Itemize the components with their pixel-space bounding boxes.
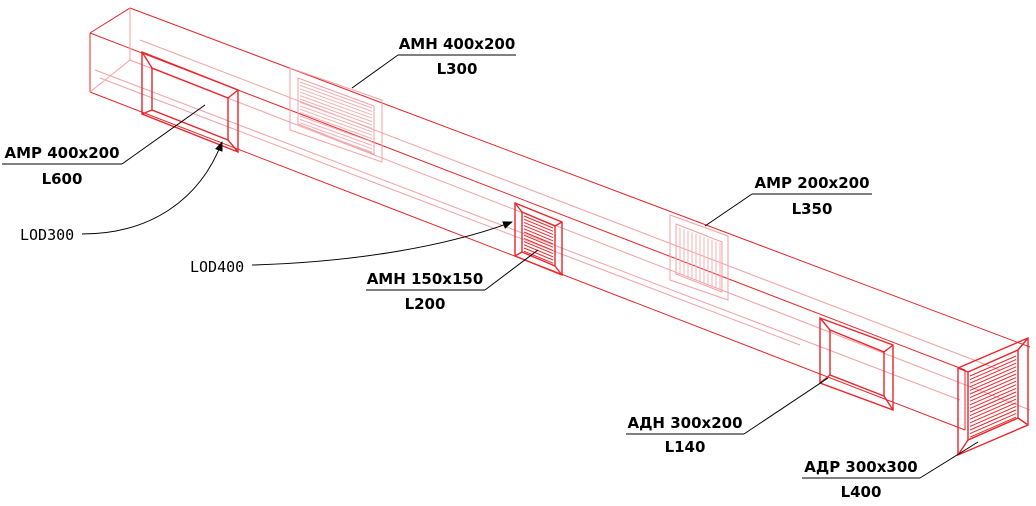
louver-slat xyxy=(299,95,373,123)
louver-slat xyxy=(523,225,554,239)
louver-slat xyxy=(523,234,554,248)
callout-lod400: LOD400 xyxy=(190,221,513,276)
grille-amn-150x150[interactable] xyxy=(514,201,563,277)
grille-adn-300x200[interactable] xyxy=(819,316,894,412)
label-amr-200x200-type: АМР 200x200 xyxy=(754,174,869,192)
louver-slat xyxy=(299,88,373,116)
label-adn-300x200-type: АДН 300x200 xyxy=(627,414,742,432)
louver-slat xyxy=(299,108,373,136)
louver-slat xyxy=(969,362,1017,384)
louver-slat xyxy=(523,218,554,232)
louver-slat xyxy=(969,416,1017,438)
louver-slat xyxy=(969,380,1017,402)
louver-slat xyxy=(299,101,373,129)
louver-slat xyxy=(969,413,1017,435)
label-adn-300x200: АДН 300x200 L140 xyxy=(626,377,829,456)
louver-slat xyxy=(523,241,554,255)
louver-slat xyxy=(969,373,1017,395)
louver-slat xyxy=(523,237,554,251)
louver-slat xyxy=(969,369,1017,391)
louver-slat xyxy=(299,118,373,146)
louver-slat xyxy=(969,398,1017,420)
label-adr-300x300-type: АДР 300x300 xyxy=(804,458,917,476)
louver-slat xyxy=(523,221,554,235)
louver-slat xyxy=(969,377,1017,399)
grille-amr-200x200[interactable] xyxy=(669,214,729,301)
louver-slat xyxy=(299,115,373,143)
label-amr-400x200-length: L600 xyxy=(42,170,83,188)
label-amr-400x200: АМР 400x200 L600 xyxy=(2,104,206,188)
louver-slat xyxy=(523,228,554,242)
louver-slat xyxy=(299,98,373,126)
louver-slat xyxy=(969,409,1017,431)
louver-slat xyxy=(969,384,1017,406)
callout-lod300-text: LOD300 xyxy=(20,226,74,244)
label-amn-400x200-type: АМН 400x200 xyxy=(399,35,516,53)
louver-slat xyxy=(969,405,1017,427)
label-amn-150x150-length: L200 xyxy=(405,295,446,313)
label-adr-300x300-length: L400 xyxy=(841,483,882,501)
louver-slat xyxy=(299,91,373,119)
label-amn-400x200-length: L300 xyxy=(437,60,478,78)
duct-body xyxy=(89,7,1031,431)
louver-slat xyxy=(299,125,373,153)
louver-slat xyxy=(969,402,1017,424)
louver-slat xyxy=(299,112,373,140)
grille-amn-400x200[interactable] xyxy=(289,67,383,163)
louver-slat xyxy=(969,387,1017,409)
grille-amr-400x200[interactable] xyxy=(141,50,239,154)
louver-slat xyxy=(523,250,554,264)
louver-slat xyxy=(523,215,554,229)
label-amr-200x200: АМР 200x200 L350 xyxy=(704,174,872,227)
grille-adr-300x300[interactable] xyxy=(957,336,1029,457)
label-amr-400x200-type: АМР 400x200 xyxy=(4,144,119,162)
louver-slat xyxy=(523,231,554,245)
louver-slat xyxy=(299,105,373,133)
label-adn-300x200-length: L140 xyxy=(665,438,706,456)
louver-slat xyxy=(969,359,1017,381)
louver-slat xyxy=(299,81,373,109)
louver-slat xyxy=(299,122,373,150)
louver-slat xyxy=(969,355,1017,377)
louver-slat xyxy=(969,395,1017,417)
louver-slat xyxy=(969,391,1017,413)
label-adr-300x300: АДР 300x300 L400 xyxy=(802,441,979,501)
label-amn-150x150-type: АМН 150x150 xyxy=(367,270,484,288)
louver-slat xyxy=(299,84,373,112)
label-amr-200x200-length: L350 xyxy=(792,200,833,218)
louver-slat xyxy=(523,247,554,261)
callout-lod400-text: LOD400 xyxy=(190,258,244,276)
callout-lod300: LOD300 xyxy=(20,141,223,244)
louver-slat xyxy=(523,244,554,258)
louver-slat xyxy=(969,366,1017,388)
label-amn-400x200: АМН 400x200 L300 xyxy=(351,35,516,89)
label-amn-150x150: АМН 150x150 L200 xyxy=(366,249,539,313)
